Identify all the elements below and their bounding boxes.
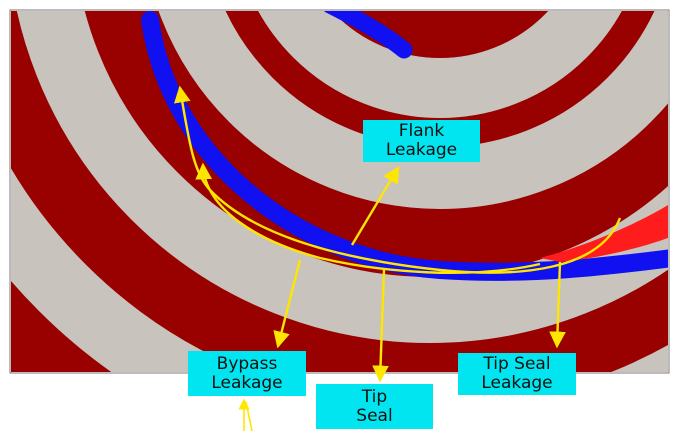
bypass-leakage-arrow — [273, 259, 302, 349]
flank-leakage-line2: Leakage — [385, 140, 458, 160]
flank-leakage-label: Flank Leakage — [363, 120, 480, 162]
tip-seal-line1: Tip — [361, 386, 388, 407]
tip-seal-label: Tip Seal — [316, 384, 433, 429]
inlet-arrows — [238, 398, 253, 432]
tip-seal-leakage-line2: Leakage — [481, 373, 553, 393]
bypass-leakage-line2: Leakage — [211, 372, 283, 393]
bypass-leakage-label: Bypass Leakage — [188, 351, 306, 396]
tip-seal-leakage-arrow — [549, 261, 566, 349]
tip-seal-arrow — [372, 269, 389, 383]
tip-seal-line2: Seal — [356, 405, 393, 426]
leakage-flow-paths — [174, 85, 622, 383]
tip-seal-flow-path — [195, 162, 541, 275]
tip-seal-leakage-line1: Tip Seal — [483, 354, 551, 374]
bypass-leakage-line1: Bypass — [216, 353, 278, 374]
tip-leak-region — [540, 205, 668, 262]
flank-leakage-arrow — [350, 165, 400, 246]
flank-leakage-line1: Flank — [398, 121, 445, 141]
tip-seal-leakage-label: Tip Seal Leakage — [458, 353, 576, 395]
image-frame — [9, 9, 670, 374]
